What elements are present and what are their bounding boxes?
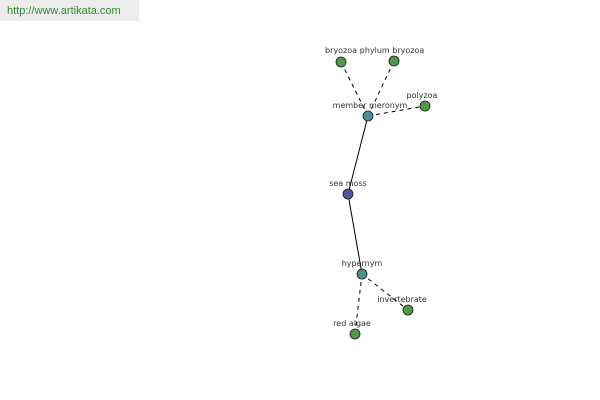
edge-sea-moss-member-meronym — [347, 115, 369, 195]
edge-member-meronym-phylum-bryozoa — [367, 60, 395, 117]
node-bryozoa[interactable] — [335, 56, 347, 68]
edge-sea-moss-hypernym — [347, 193, 363, 275]
label-hypernym: hypernym — [342, 259, 383, 268]
site-url-link[interactable]: http://www.artikata.com — [7, 5, 121, 17]
label-polyzoa[interactable]: polyzoa — [407, 91, 438, 100]
label-invertebrate[interactable]: invertebrate — [377, 295, 427, 304]
node-polyzoa[interactable] — [419, 100, 431, 112]
node-red-algae[interactable] — [349, 328, 361, 340]
label-member-meronym: member meronym — [333, 101, 408, 110]
edge-member-meronym-bryozoa — [340, 61, 369, 117]
edge-hypernym-invertebrate — [361, 273, 409, 311]
graph-edges — [340, 60, 426, 335]
label-red-algae[interactable]: red algae — [333, 319, 371, 328]
label-sea-moss: sea moss — [329, 179, 367, 188]
node-phylum-bryozoa[interactable] — [388, 55, 400, 67]
node-sea-moss — [342, 188, 354, 200]
graph-nodes — [335, 55, 431, 340]
node-member-meronym — [362, 110, 374, 122]
label-bryozoa[interactable]: bryozoa — [325, 46, 357, 55]
node-hypernym — [356, 268, 368, 280]
label-phylum-bryozoa[interactable]: phylum bryozoa — [360, 46, 425, 55]
edge-member-meronym-polyzoa — [367, 105, 426, 117]
url-bar: http://www.artikata.com — [0, 0, 139, 21]
edge-hypernym-red-algae — [354, 273, 363, 335]
node-invertebrate[interactable] — [402, 304, 414, 316]
